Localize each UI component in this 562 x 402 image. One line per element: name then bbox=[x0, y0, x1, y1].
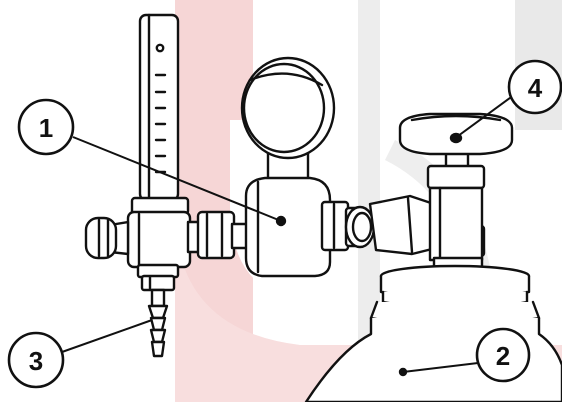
callout-4-label: 4 bbox=[528, 73, 543, 103]
callout-3: 3 bbox=[9, 333, 63, 387]
pressure-gauge bbox=[242, 58, 334, 186]
valve-handwheel bbox=[400, 114, 512, 154]
callout-2: 2 bbox=[477, 329, 529, 381]
regulator-body bbox=[246, 178, 330, 276]
leader-line-3 bbox=[62, 320, 152, 352]
callout-4: 4 bbox=[509, 61, 561, 113]
cylinder-neck bbox=[371, 266, 539, 326]
callout-1: 1 bbox=[19, 100, 73, 154]
flow-adjust-knob bbox=[86, 218, 128, 258]
callout-3-label: 3 bbox=[29, 346, 43, 376]
hose-barb-outlet bbox=[149, 290, 167, 356]
callout-1-label: 1 bbox=[39, 113, 53, 143]
cylinder-valve bbox=[428, 148, 484, 272]
callout-2-label: 2 bbox=[496, 341, 510, 371]
inlet-nut bbox=[322, 202, 374, 250]
